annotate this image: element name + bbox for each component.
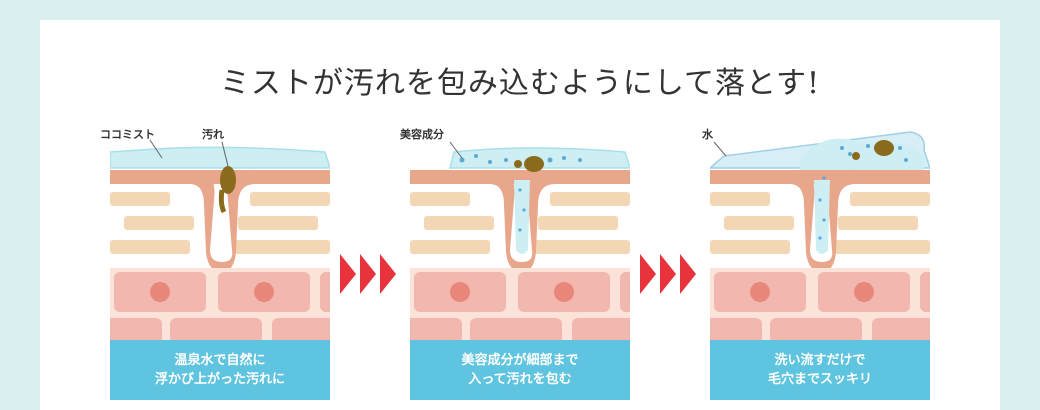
- step-panel-2: 美容成分 美容成分が細部まで 入って汚れを包む: [400, 120, 630, 410]
- caption-line: 美容成分が細部まで: [461, 353, 579, 368]
- caption-line: 毛穴までスッキリ: [767, 372, 872, 387]
- skin-illustration-3: [710, 131, 930, 340]
- caption-line: 浮かび上がった汚れに: [154, 372, 285, 387]
- caption-1: 温泉水で自然に 浮かび上がった汚れに: [110, 340, 330, 400]
- label-beauty-ingredient: 美容成分: [400, 128, 444, 141]
- caption-line: 温泉水で自然に: [174, 353, 266, 368]
- label-coco-mist: ココミスト: [100, 128, 155, 141]
- caption-3: 洗い流すだけで 毛穴までスッキリ: [710, 340, 930, 400]
- caption-line: 洗い流すだけで: [774, 353, 866, 368]
- step-panel-3: 水 洗い流すだけで 毛穴までスッキリ: [702, 120, 930, 410]
- page-title: ミストが汚れを包み込むようにして落とす!: [219, 66, 821, 101]
- chevron-arrows-icon: [640, 254, 696, 294]
- label-dirt: 汚れ: [202, 128, 224, 141]
- step-panel-1: ココミスト 汚れ 温泉水で自然に 浮かび上がった汚れに: [100, 120, 330, 410]
- caption-2: 美容成分が細部まで 入って汚れを包む: [410, 340, 630, 400]
- skin-illustration-1: [110, 139, 330, 340]
- caption-line: 入って汚れを包む: [468, 372, 572, 387]
- chevron-arrows-icon: [340, 254, 396, 294]
- label-water: 水: [702, 128, 713, 141]
- skin-illustration-2: [410, 141, 630, 340]
